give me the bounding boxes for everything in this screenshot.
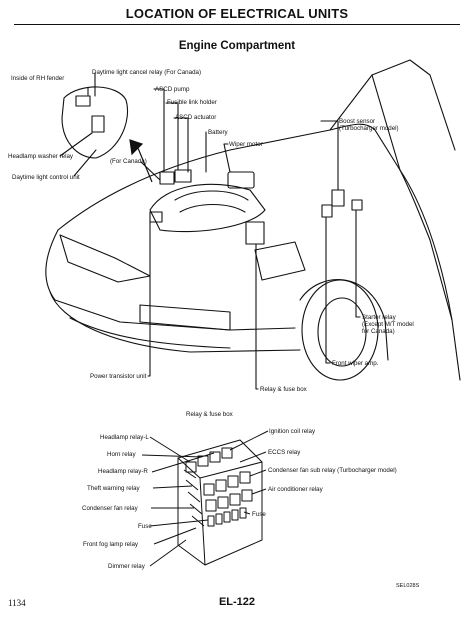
label-relay-fuse-box: Relay & fuse box (260, 386, 307, 393)
fusible-link-shape (174, 169, 192, 183)
fuse-slot (231, 509, 239, 521)
label-headlamp-relay-r: Headlamp relay-R (98, 468, 148, 475)
relay-slot (205, 499, 217, 512)
car-headlight-l (59, 234, 151, 283)
label-wiper-motor: Wiper motor (229, 141, 263, 148)
relay-fuse-box-shape (245, 221, 265, 245)
label-daytime-control-unit: Daytime light control unit (12, 174, 80, 181)
title-rule (14, 24, 460, 25)
label-for-canada: (For Canada) (110, 158, 147, 165)
fuse-slot (239, 507, 247, 519)
relay-slot (185, 461, 197, 473)
car-front-wheel (301, 279, 379, 381)
car-front-outline (45, 229, 296, 331)
fuse-slot (207, 515, 215, 527)
label-inside-rh-fender: Inside of RH fender (11, 75, 65, 82)
label-air-conditioner-relay: Air conditioner relay (268, 486, 323, 493)
headlamp-washer-relay-shape (91, 115, 105, 133)
fuse-slot (223, 511, 231, 523)
relay-slot (227, 475, 239, 488)
label-ignition-coil-relay: Ignition coil relay (269, 428, 316, 435)
relay-slot (241, 489, 253, 502)
label-front-fog-lamp-relay: Front fog lamp relay (83, 541, 139, 548)
label-fuse-right: Fuse (252, 511, 266, 518)
label-horn-relay: Horn relay (107, 451, 136, 458)
label-ascd-pump: ASCD pump (155, 86, 190, 93)
label-dimmer-relay: Dimmer relay (108, 563, 145, 570)
inset-arrow (129, 139, 153, 183)
label-daytime-cancel-relay: Daytime light cancel relay (For Canada) (92, 69, 202, 76)
relay-slot (215, 479, 227, 492)
front-wiper-amp-shape (321, 204, 333, 218)
car-hood-outline (57, 123, 431, 241)
label-battery: Battery (208, 129, 228, 136)
label-condenser-fan-relay: Condenser fan relay (82, 505, 138, 512)
fuse-slot (215, 513, 223, 525)
label-fusible-link-holder: Fusible link holder (167, 99, 217, 106)
page-title: LOCATION OF ELECTRICAL UNITS (125, 6, 349, 21)
label-starter-relay: Starter relay (Except M/T model for Cana… (362, 314, 414, 335)
relay-box-side (199, 477, 206, 566)
relay-slot (221, 447, 233, 459)
image-code: SEL028S (396, 583, 420, 589)
relay-box-title: Relay & fuse box (186, 411, 233, 418)
engine-intake-2 (179, 204, 246, 213)
label-theft-warning-relay: Theft warning relay (87, 485, 140, 492)
starter-relay-shape (351, 199, 363, 211)
engine-block (149, 183, 266, 233)
car-headlight-r (254, 241, 306, 281)
label-eccs-relay: ECCS relay (268, 449, 301, 456)
label-ascd-actuator: ASCD actuator (175, 114, 217, 121)
car-fender-outline (399, 169, 461, 381)
relay-slot (209, 451, 221, 463)
daytime-cancel-relay-shape (75, 95, 91, 107)
boost-sensor-shape (331, 189, 345, 207)
car-windshield (329, 59, 456, 151)
car-bumper-lower (69, 317, 231, 349)
car-a-pillar (371, 74, 401, 171)
car-grille (139, 304, 231, 331)
page-number: 1134 (8, 598, 26, 608)
label-headlamp-relay-l: Headlamp relay-L (100, 434, 149, 441)
relay-box-outline (177, 439, 263, 566)
ascd-pump-shape (159, 171, 175, 185)
relay-slot (239, 471, 251, 484)
label-boost-sensor: Boost sensor (Turbocharger model) (339, 118, 399, 132)
label-fuse-left: Fuse (138, 523, 152, 530)
relay-slot (217, 496, 229, 509)
engine-intake (174, 190, 249, 201)
car-front-wheel-inner (317, 297, 367, 367)
car-bumper (49, 291, 301, 353)
label-headlamp-washer-relay: Headlamp washer relay (8, 153, 73, 160)
car-door-line (429, 239, 453, 321)
relay-slot (203, 483, 215, 496)
battery-shape (227, 171, 255, 189)
label-front-wiper-amp: Front wiper amp. (332, 360, 379, 367)
label-power-transistor-unit: Power transistor unit (90, 373, 147, 380)
label-condenser-fan-sub-relay: Condenser fan sub relay (Turbocharger mo… (268, 467, 397, 474)
section-title: Engine Compartment (178, 40, 296, 52)
page-code: EL-122 (218, 596, 256, 608)
fender-inset (61, 86, 128, 159)
relay-slot (229, 493, 241, 506)
power-transistor-shape (149, 211, 163, 223)
